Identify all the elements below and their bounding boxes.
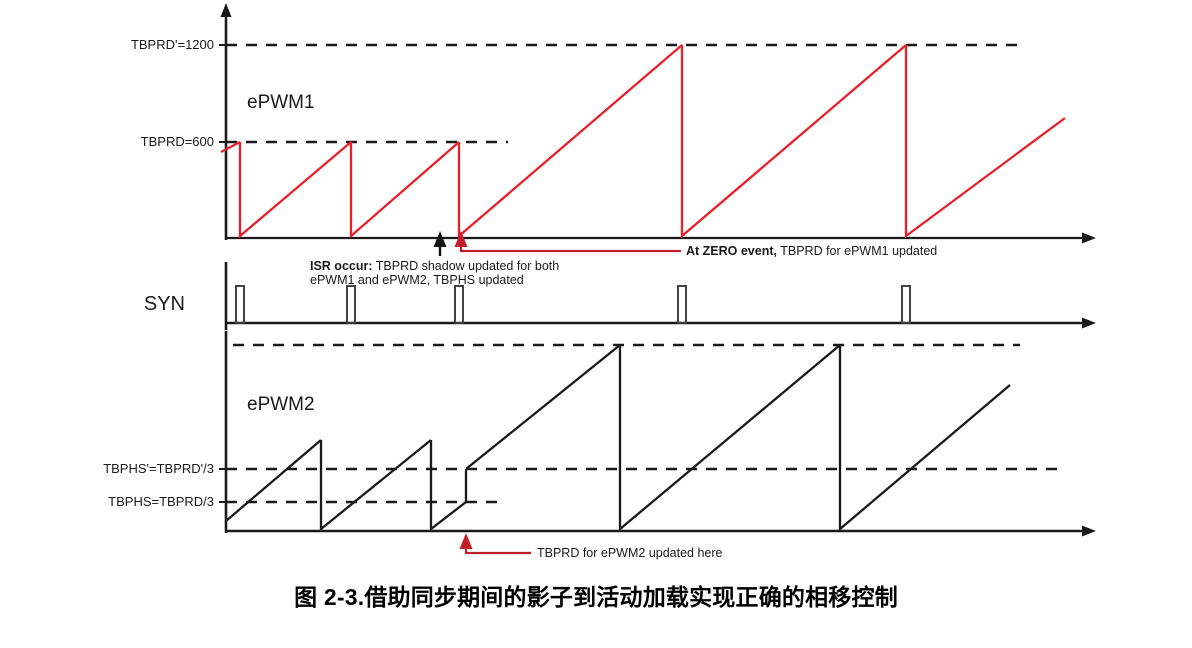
label-tbphs-prime: TBPHS'=TBPRD'/3 <box>103 461 214 476</box>
syn-axis-arrowhead <box>1082 317 1096 329</box>
annotation-isr-bold: ISR occur: <box>310 259 373 273</box>
epwm2-axis-arrowhead <box>1082 525 1096 537</box>
annotation-isr-line1-rest: TBPRD shadow updated for both <box>373 259 560 273</box>
annotation-group-epwm2-update: TBPRD for ePWM2 updated here <box>459 533 723 560</box>
syn-pulse <box>901 285 911 324</box>
epwm2-waveform <box>225 344 1011 532</box>
label-tbprd: TBPRD=600 <box>141 134 214 149</box>
epwm1-waveform <box>220 44 1066 239</box>
zero-event-arrow <box>454 231 681 253</box>
annotation-epwm2-update: TBPRD for ePWM2 updated here <box>537 546 723 560</box>
epwm1-y-axis <box>220 3 232 240</box>
annotation-zero-event-bold: At ZERO event, <box>686 244 777 258</box>
annotation-group-zero-event: At ZERO event, TBPRD for ePWM1 updated <box>433 231 937 258</box>
annotation-zero-event-rest: TBPRD for ePWM1 updated <box>777 244 937 258</box>
syn-pulse <box>235 285 245 324</box>
annotation-zero-event: At ZERO event, TBPRD for ePWM1 updated <box>686 244 937 258</box>
syn-pulse <box>454 285 464 324</box>
epwm2-panel: TBPHS'=TBPRD'/3 TBPHS=TBPRD/3 ePWM2 <box>103 331 1096 537</box>
epwm2-update-arrow <box>459 533 531 555</box>
syn-panel: SYN <box>144 262 1096 330</box>
figure-caption: 图 2-3.借助同步期间的影子到活动加载实现正确的相移控制 <box>0 578 1192 612</box>
isr-arrow <box>433 231 447 256</box>
figure-caption-text: 借助同步期间的影子到活动加载实现正确的相移控制 <box>364 584 898 610</box>
syn-pulses <box>235 285 911 324</box>
annotation-group-isr: ISR occur: TBPRD shadow updated for both… <box>310 259 559 287</box>
epwm1-panel: TBPRD'=1200 TBPRD=600 ePWM1 <box>131 3 1096 244</box>
figure-caption-number: 图 2-3. <box>294 584 365 610</box>
label-tbphs: TBPHS=TBPRD/3 <box>108 494 214 509</box>
annotation-isr-line1: ISR occur: TBPRD shadow updated for both <box>310 259 559 273</box>
syn-pulse <box>346 285 356 324</box>
annotation-isr-line2: ePWM1 and ePWM2, TBPHS updated <box>310 273 524 287</box>
signal-label-epwm1: ePWM1 <box>247 92 315 113</box>
syn-pulse <box>677 285 687 324</box>
signal-label-syn: SYN <box>144 293 185 315</box>
signal-label-epwm2: ePWM2 <box>247 394 315 415</box>
label-tbprd-prime: TBPRD'=1200 <box>131 37 214 52</box>
epwm1-x-axis <box>226 232 1096 244</box>
